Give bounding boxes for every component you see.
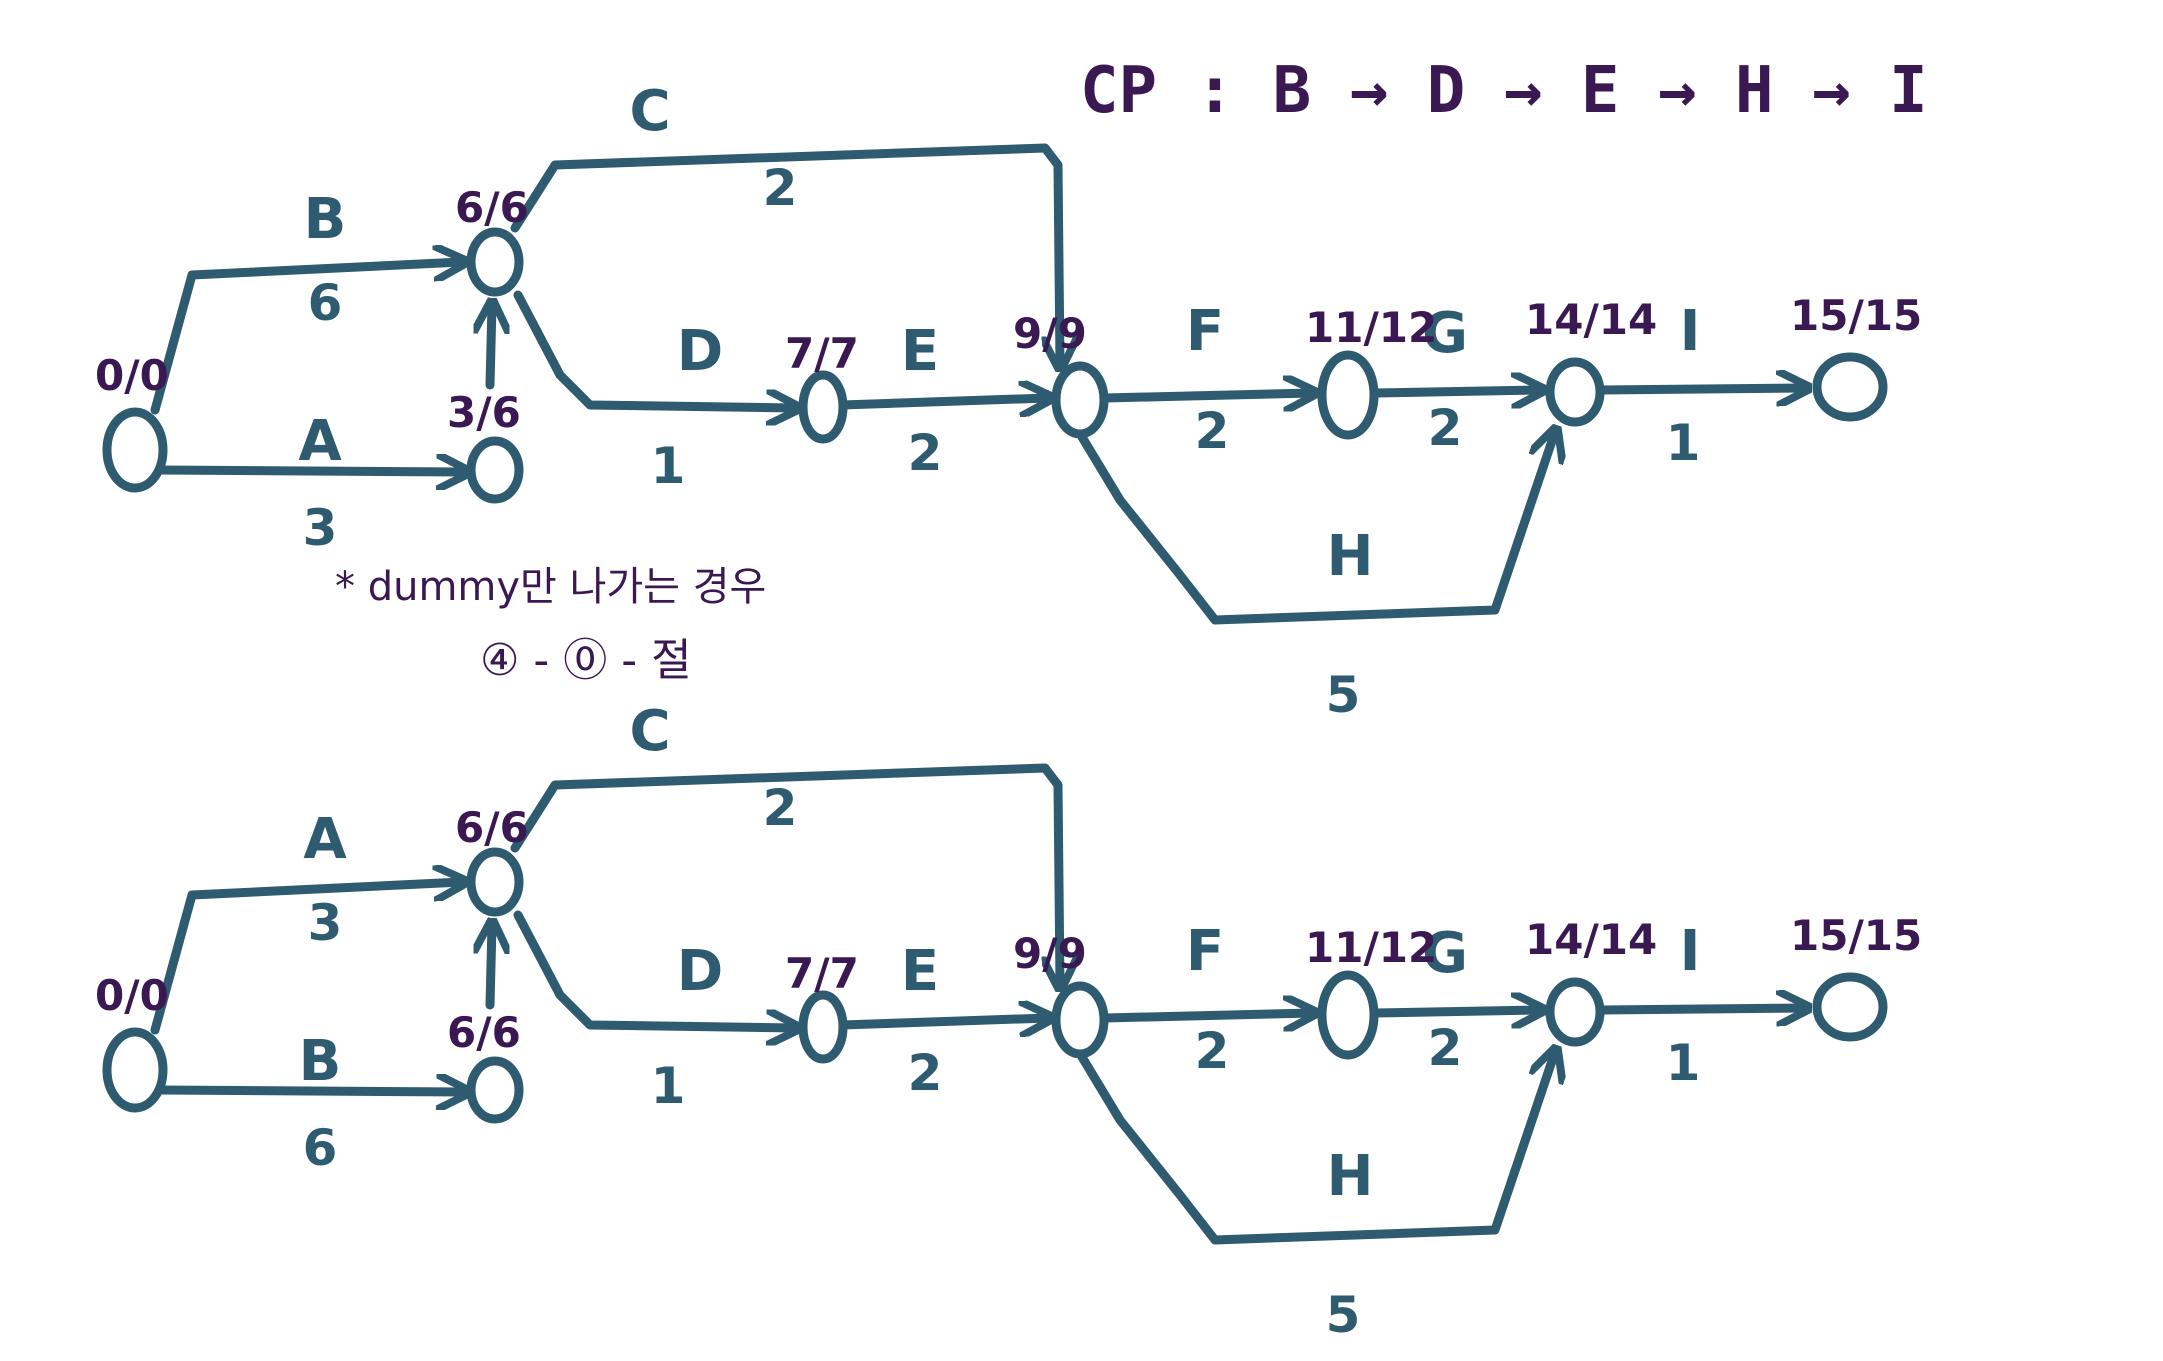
activity-i-arrow: [1597, 1008, 1805, 1010]
activity-g-arrow: [1370, 1010, 1540, 1013]
event-node-1-times: 6/6: [455, 803, 529, 852]
activity-e-arrow: [837, 398, 1048, 405]
activity-c-duration: 2: [763, 779, 798, 837]
activity-i-label: I: [1680, 299, 1701, 364]
activity-c-duration: 2: [763, 159, 798, 217]
activity-e-duration: 2: [908, 1044, 943, 1102]
activity-a-duration: 3: [308, 894, 343, 952]
activity-b-label: B: [304, 187, 347, 252]
activity-d-arrow: [513, 910, 795, 1028]
critical-path-label: CP : B → D → E → H → I: [1080, 54, 1928, 128]
activity-c-label: C: [629, 79, 670, 144]
activity-i-arrow: [1597, 388, 1805, 390]
activity-a-arrow: [155, 470, 465, 472]
event-node-6-times: 14/14: [1525, 295, 1657, 344]
event-node-3-times: 7/7: [785, 949, 859, 998]
event-node-1: [466, 227, 524, 297]
activity-b-arrow: [150, 262, 462, 415]
activity-d-duration: 1: [651, 1057, 686, 1115]
activity-f-label: F: [1186, 919, 1224, 984]
activity-d-label: D: [677, 319, 723, 384]
activity-a-label: A: [303, 807, 347, 872]
note-line-2: ④ - ⓪ - 절: [480, 635, 692, 686]
event-node-6-times: 14/14: [1525, 915, 1657, 964]
activity-a-label: A: [298, 409, 342, 474]
activity-b-duration: 6: [308, 274, 343, 332]
activity-h-duration: 5: [1326, 666, 1361, 724]
activity-f-duration: 2: [1195, 1022, 1230, 1080]
activity-e-label: E: [901, 939, 939, 1004]
activity-b-duration: 6: [303, 1119, 338, 1177]
activity-b-label: B: [299, 1029, 342, 1094]
event-node-3: [798, 990, 848, 1064]
event-node-0-times: 0/0: [95, 351, 169, 400]
activity-e-label: E: [901, 319, 939, 384]
event-node-0: [102, 1027, 168, 1113]
note-line-1: * dummy만 나가는 경우: [335, 564, 766, 610]
activity-f-duration: 2: [1195, 402, 1230, 460]
event-node-7: [1812, 352, 1888, 422]
activity-a-arrow: [150, 882, 462, 1035]
activity-f-arrow: [1100, 393, 1312, 398]
activity-g-duration: 2: [1428, 399, 1463, 457]
activity-f-label: F: [1186, 299, 1224, 364]
event-node-5-times: 11/12: [1305, 303, 1437, 352]
event-node-1-times: 6/6: [455, 183, 529, 232]
activity-a-duration: 3: [303, 499, 338, 557]
activity-g-label: G: [1422, 301, 1468, 366]
event-node-4-times: 9/9: [1013, 309, 1087, 358]
activity-g-arrow: [1370, 390, 1540, 393]
event-node-6: [1545, 977, 1605, 1047]
event-node-7-times: 15/15: [1790, 911, 1922, 960]
activity-h-label: H: [1327, 524, 1374, 589]
activity-c-arrow: [510, 763, 1060, 985]
activity-d-arrow: [513, 290, 795, 408]
event-node-2-times: 3/6: [447, 388, 521, 437]
event-node-4: [1051, 981, 1109, 1059]
event-node-3: [798, 370, 848, 444]
event-node-5: [1317, 970, 1379, 1060]
event-node-7: [1812, 972, 1888, 1042]
activity-c-label: C: [629, 699, 670, 764]
activity-i-duration: 1: [1666, 414, 1701, 472]
event-node-4-times: 9/9: [1013, 929, 1087, 978]
event-node-5-times: 11/12: [1305, 923, 1437, 972]
event-node-4: [1051, 361, 1109, 439]
activity-i-label: I: [1680, 919, 1701, 984]
activity-f-arrow: [1100, 1013, 1312, 1018]
event-node-5: [1317, 350, 1379, 440]
activity-e-arrow: [837, 1018, 1048, 1025]
event-node-0: [102, 407, 168, 493]
activity-h-arrow: [1077, 1052, 1555, 1245]
dummy-activity-arrow: [490, 925, 492, 1010]
event-node-1: [466, 847, 524, 917]
event-node-2-times: 6/6: [447, 1008, 521, 1057]
event-node-6: [1545, 357, 1605, 427]
activity-c-arrow: [510, 143, 1060, 365]
activity-i-duration: 1: [1666, 1034, 1701, 1092]
event-node-3-times: 7/7: [785, 329, 859, 378]
event-node-2: [466, 436, 524, 504]
event-node-0-times: 0/0: [95, 971, 169, 1020]
activity-h-duration: 5: [1326, 1286, 1361, 1344]
event-node-7-times: 15/15: [1790, 291, 1922, 340]
event-node-2: [466, 1056, 524, 1124]
activity-d-duration: 1: [651, 437, 686, 495]
activity-h-label: H: [1327, 1144, 1374, 1209]
activity-b-arrow: [155, 1090, 465, 1092]
activity-g-label: G: [1422, 921, 1468, 986]
activity-h-arrow: [1077, 432, 1555, 625]
dummy-activity-arrow: [490, 305, 492, 390]
activity-e-duration: 2: [908, 424, 943, 482]
activity-g-duration: 2: [1428, 1019, 1463, 1077]
activity-d-label: D: [677, 939, 723, 1004]
